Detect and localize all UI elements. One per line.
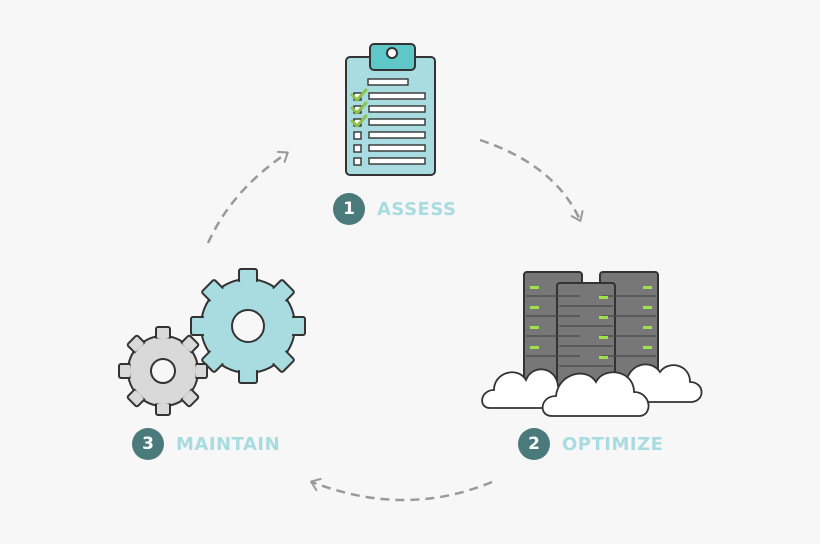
arrow-assess-to-optimize	[479, 138, 584, 222]
step-number-badge: 3	[132, 428, 164, 460]
step-assess: 1 ASSESS	[333, 193, 456, 225]
step-number-badge: 1	[333, 193, 365, 225]
arrow-optimize-to-maintain	[310, 477, 493, 502]
step-number-badge: 2	[518, 428, 550, 460]
arrow-maintain-to-assess	[206, 150, 289, 244]
step-optimize: 2 OPTIMIZE	[518, 428, 663, 460]
step-label: OPTIMIZE	[562, 433, 664, 455]
large-gear-icon	[190, 268, 306, 384]
step-label: MAINTAIN	[176, 433, 281, 455]
small-gear-icon	[118, 326, 208, 416]
servers-cloud-icon	[481, 271, 703, 417]
step-maintain: 3 MAINTAIN	[132, 428, 280, 460]
clipboard-checklist-icon	[345, 43, 436, 176]
step-label: ASSESS	[377, 198, 457, 220]
gears-icon	[118, 268, 306, 416]
